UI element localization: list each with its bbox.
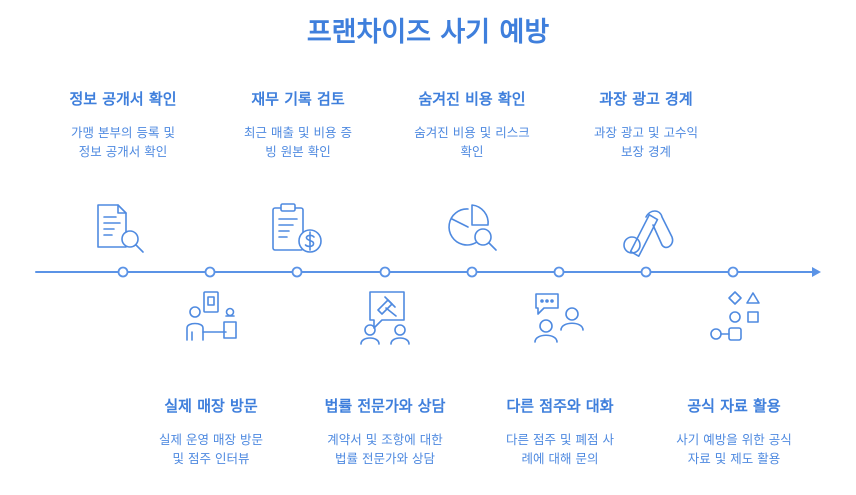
timeline-node [117, 266, 129, 278]
step-title: 숨겨진 비용 확인 [418, 90, 526, 108]
financial-document-icon [272, 203, 322, 253]
timeline-arrowhead [812, 267, 821, 277]
timeline-node [466, 266, 478, 278]
timeline-node [727, 266, 739, 278]
step-financial: 재무 기록 검토 최근 매출 및 비용 증 빙 원본 확인 [203, 88, 393, 161]
store-visit-icon [186, 291, 237, 341]
ads-icon [623, 210, 674, 257]
timeline-node [291, 266, 303, 278]
step-description: 가맹 본부의 등록 및 정보 공개서 확인 [71, 125, 175, 159]
step-description: 사기 예방을 위한 공식 자료 및 제도 활용 [676, 432, 792, 466]
timeline-node [204, 266, 216, 278]
step-description: 다른 점주 및 폐점 사 례에 대해 문의 [506, 432, 614, 466]
step-description: 과장 광고 및 고수익 보장 경계 [594, 125, 698, 159]
timeline-nodes [117, 266, 739, 278]
step-title: 공식 자료 활용 [687, 397, 781, 415]
timeline-node [379, 266, 391, 278]
step-description: 숨겨진 비용 및 리스크 확인 [414, 125, 530, 159]
step-title: 과장 광고 경계 [599, 90, 693, 108]
document-search-icon [97, 204, 144, 253]
timeline-node [553, 266, 565, 278]
step-title: 정보 공개서 확인 [69, 90, 177, 108]
step-legal: 법률 전문가와 상담 계약서 및 조항에 대한 법률 전문가와 상담 [290, 395, 480, 468]
step-title: 실제 매장 방문 [164, 397, 258, 415]
step-hidden-costs: 숨겨진 비용 확인 숨겨진 비용 및 리스크 확인 [377, 88, 567, 161]
step-title: 법률 전문가와 상담 [324, 397, 446, 415]
step-disclosure: 정보 공개서 확인 가맹 본부의 등록 및 정보 공개서 확인 [28, 88, 218, 161]
step-talk-owners: 다른 점주와 대화 다른 점주 및 폐점 사 례에 대해 문의 [465, 395, 655, 468]
step-description: 최근 매출 및 비용 증 빙 원본 확인 [244, 125, 352, 159]
conversation-icon [534, 293, 584, 343]
step-description: 실제 운영 매장 방문 및 점주 인터뷰 [159, 432, 263, 466]
step-false-ads: 과장 광고 경계 과장 광고 및 고수익 보장 경계 [551, 88, 741, 161]
step-description: 계약서 및 조항에 대한 법률 전문가와 상담 [327, 432, 443, 466]
timeline-node [640, 266, 652, 278]
shapes-icon [710, 291, 760, 341]
pie-chart-search-icon [448, 204, 497, 251]
page-title: 프랜차이즈 사기 예방 [306, 17, 550, 48]
legal-consult-icon [360, 291, 410, 345]
step-title: 재무 기록 검토 [251, 90, 345, 108]
step-title: 다른 점주와 대화 [506, 397, 614, 415]
step-official-resources: 공식 자료 활용 사기 예방을 위한 공식 자료 및 제도 활용 [639, 395, 829, 468]
step-store-visit: 실제 매장 방문 실제 운영 매장 방문 및 점주 인터뷰 [116, 395, 306, 468]
